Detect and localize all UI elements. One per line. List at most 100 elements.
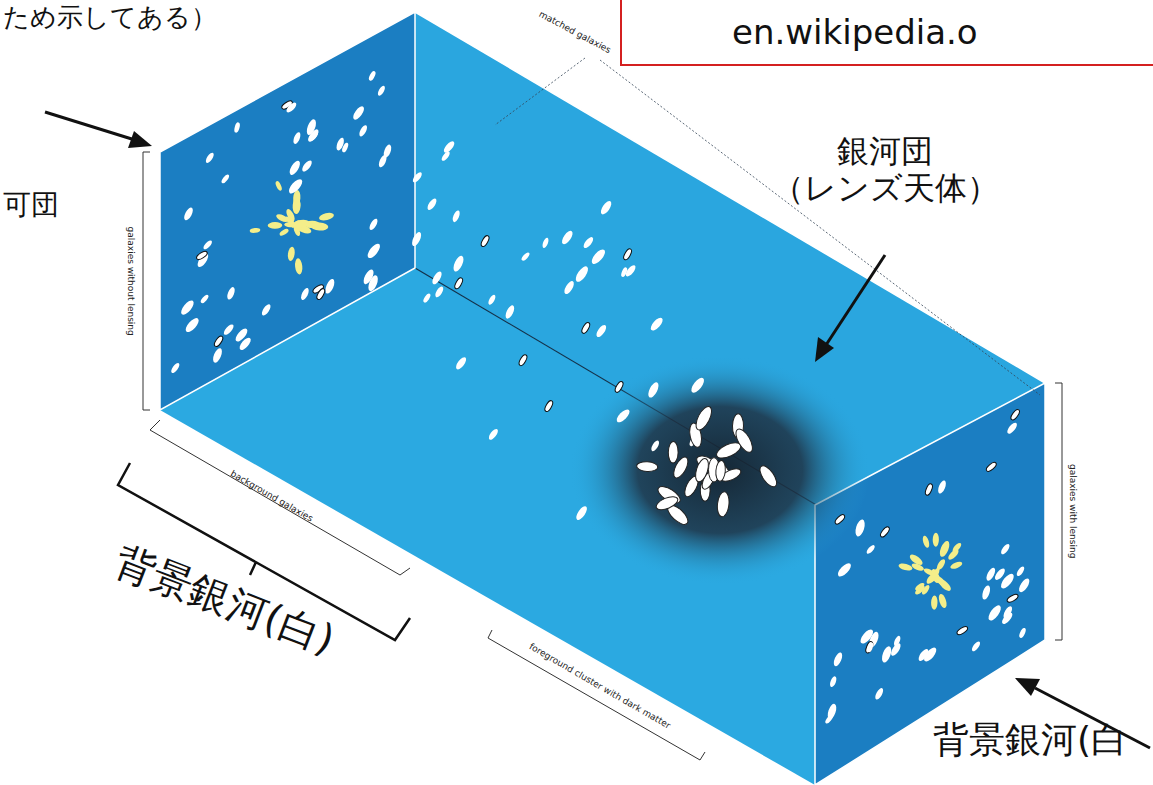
- galaxy: [937, 593, 948, 609]
- galaxy: [324, 278, 337, 295]
- galaxy: [294, 258, 303, 275]
- galaxy: [233, 122, 240, 133]
- galaxy: [275, 213, 289, 224]
- galaxy: [937, 479, 948, 494]
- galaxy: [213, 335, 224, 348]
- galaxy: [933, 533, 939, 547]
- floor: [160, 268, 1045, 785]
- galaxy: [202, 239, 213, 251]
- small-caption: galaxies without lensing: [126, 226, 136, 335]
- galaxy: [1006, 421, 1019, 435]
- galaxy: [985, 461, 998, 473]
- galaxy: [365, 242, 382, 260]
- galaxy: [949, 560, 963, 570]
- galaxy: [301, 159, 314, 173]
- galaxy: [274, 180, 282, 191]
- galaxy: [292, 131, 302, 145]
- galaxy: [649, 316, 665, 333]
- galaxy: [908, 553, 924, 567]
- galaxy: [518, 354, 529, 367]
- galaxy: [590, 247, 608, 266]
- galaxy: [179, 298, 196, 316]
- galaxy: [170, 362, 181, 374]
- galaxy: [451, 254, 465, 273]
- galaxy: [1017, 577, 1031, 594]
- galaxy: [574, 505, 589, 522]
- galaxy: [183, 316, 200, 334]
- galaxy: [866, 642, 874, 653]
- galaxy: [300, 287, 311, 301]
- galaxy: [599, 199, 613, 216]
- galaxy: [865, 544, 876, 555]
- galaxy: [292, 197, 301, 214]
- galaxy: [935, 558, 946, 571]
- galaxy: [689, 376, 706, 395]
- galaxy: [614, 380, 625, 393]
- galaxy: [341, 142, 349, 153]
- galaxy: [376, 85, 386, 97]
- galaxy: [200, 294, 210, 305]
- galaxy: [182, 206, 194, 221]
- galaxy: [306, 223, 317, 228]
- galaxy: [947, 548, 961, 562]
- galaxy: [879, 526, 891, 539]
- galaxy: [615, 407, 632, 424]
- galaxy: [422, 293, 432, 304]
- galaxy: [836, 561, 853, 579]
- galaxy: [1009, 408, 1020, 421]
- galaxy: [622, 248, 633, 261]
- galaxy: [922, 535, 931, 548]
- galaxy: [382, 144, 392, 159]
- galaxy: [716, 491, 730, 517]
- galaxy: [924, 483, 934, 496]
- galaxy: [358, 124, 369, 138]
- matched-lines: [495, 58, 1040, 395]
- galaxy: [318, 211, 334, 221]
- thin-brackets: [143, 152, 1062, 760]
- galaxy: [646, 381, 660, 399]
- galaxy: [560, 229, 575, 246]
- galaxy: [1000, 611, 1014, 626]
- galaxy: [211, 347, 223, 364]
- galaxy: [487, 427, 499, 441]
- galaxy: [451, 210, 461, 224]
- galaxy: [829, 675, 838, 688]
- galaxy: [757, 463, 780, 489]
- galaxy: [880, 645, 893, 664]
- galaxy: [934, 574, 948, 588]
- galaxy: [1015, 565, 1025, 577]
- cluster-label: 可団: [3, 189, 59, 221]
- galaxy: [453, 277, 464, 290]
- galaxy: [366, 274, 379, 292]
- galaxy: [222, 323, 235, 337]
- galaxy: [434, 285, 445, 298]
- galaxy: [914, 582, 926, 592]
- galaxy: [854, 518, 867, 537]
- galaxy: [693, 457, 711, 483]
- galaxy: [285, 101, 298, 114]
- galaxy: [487, 294, 497, 306]
- galaxy: [917, 647, 930, 662]
- galaxy: [874, 687, 885, 701]
- galaxy: [220, 173, 230, 184]
- galaxy: [898, 562, 913, 572]
- galaxy: [889, 642, 902, 658]
- galaxy: [260, 303, 272, 317]
- galaxy: [970, 640, 981, 652]
- galaxy: [832, 651, 844, 667]
- galaxy: [650, 439, 661, 452]
- galaxy: [956, 625, 969, 636]
- galaxy: [411, 171, 423, 184]
- galaxy: [410, 231, 423, 248]
- galaxy: [624, 264, 637, 278]
- galaxy: [563, 280, 576, 296]
- galaxy: [249, 227, 260, 233]
- galaxy: [1006, 593, 1019, 604]
- galaxy: [287, 177, 305, 196]
- small-caption: galaxies with lensing: [1068, 464, 1078, 558]
- galaxy: [268, 222, 283, 229]
- galaxy: [454, 356, 468, 371]
- note-text: ため示してある）: [3, 3, 217, 33]
- galaxy: [573, 264, 590, 283]
- small-caption: matched galaxies: [537, 9, 612, 56]
